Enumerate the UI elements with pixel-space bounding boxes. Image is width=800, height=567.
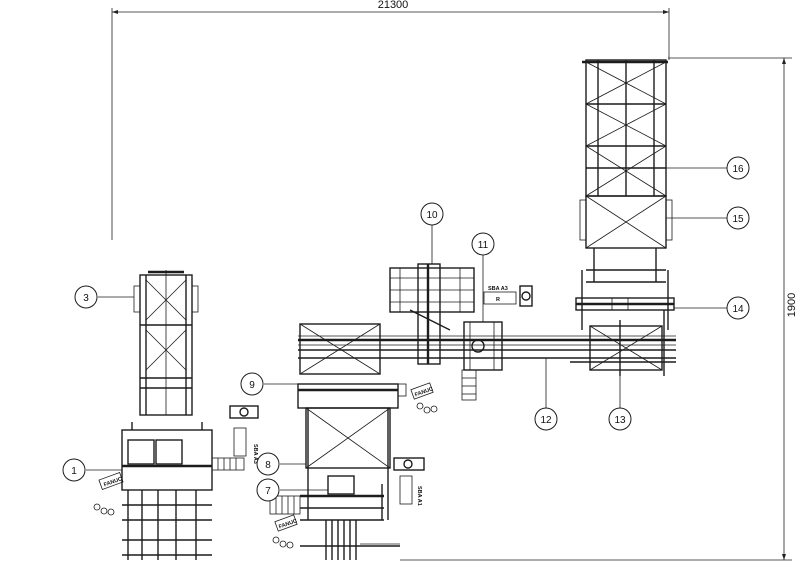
dimension-width-label: 21300 (378, 0, 409, 11)
callout-3: 3 (74, 285, 134, 309)
station-16-tower (582, 59, 668, 197)
callout-15: 15 (666, 206, 750, 230)
svg-text:9: 9 (249, 380, 255, 391)
tag-sba-a1: SBA A1 (416, 486, 422, 506)
tag-sba-a3-left: SBA A3 (252, 444, 258, 464)
svg-text:13: 13 (614, 415, 626, 426)
callout-14: 14 (674, 296, 750, 320)
callout-12: 12 (534, 358, 558, 431)
station-9-frame (297, 383, 407, 520)
svg-text:3: 3 (83, 293, 89, 304)
station-7-conveyor (269, 484, 400, 560)
svg-text:FANUC: FANUC (278, 518, 298, 530)
svg-text:7: 7 (265, 486, 271, 497)
station-8-machine (300, 475, 384, 521)
callout-16: 16 (666, 156, 750, 180)
station-3-tower (133, 270, 199, 416)
svg-text:FANUC: FANUC (414, 386, 434, 398)
svg-text:1: 1 (71, 466, 77, 477)
tag-robot: R (496, 297, 500, 303)
fanuc-tag-1: FANUC (93, 472, 124, 516)
dimension-horizontal: 21300 (111, 0, 670, 240)
robot-a1-middle: SBA A1 (393, 457, 425, 506)
robot-a3-top: SBA A3 R (483, 285, 533, 307)
callout-13: 13 (608, 370, 632, 431)
svg-text:FANUC: FANUC (103, 476, 123, 488)
dimension-vertical: 1900 (400, 57, 798, 561)
station-10-transfer (389, 263, 475, 365)
callout-9: 9 (240, 372, 298, 396)
svg-text:8: 8 (265, 460, 271, 471)
fanuc-tag-3: FANUC (272, 514, 298, 549)
callout-8: 8 (256, 452, 306, 476)
svg-text:16: 16 (732, 164, 744, 175)
station-1-machine (121, 422, 245, 560)
station-15-frame (579, 195, 673, 283)
callout-7: 7 (256, 478, 328, 502)
svg-text:11: 11 (478, 240, 489, 251)
robot-a3-left: SBA A3 (229, 405, 259, 464)
callout-11: 11 (471, 232, 495, 322)
svg-text:12: 12 (540, 415, 552, 426)
callout-10: 10 (420, 202, 444, 264)
dimension-height-label: 1900 (786, 293, 798, 317)
station-11-lift (461, 321, 503, 401)
station-13-buffer (589, 310, 665, 376)
svg-text:14: 14 (732, 304, 744, 315)
fanuc-tag-2: FANUC (410, 382, 438, 414)
svg-text:15: 15 (732, 214, 744, 225)
callout-1: 1 (62, 458, 122, 482)
station-14-platform (575, 270, 675, 330)
tag-sba-a3-top: SBA A3 (488, 286, 508, 292)
svg-text:10: 10 (426, 210, 438, 221)
